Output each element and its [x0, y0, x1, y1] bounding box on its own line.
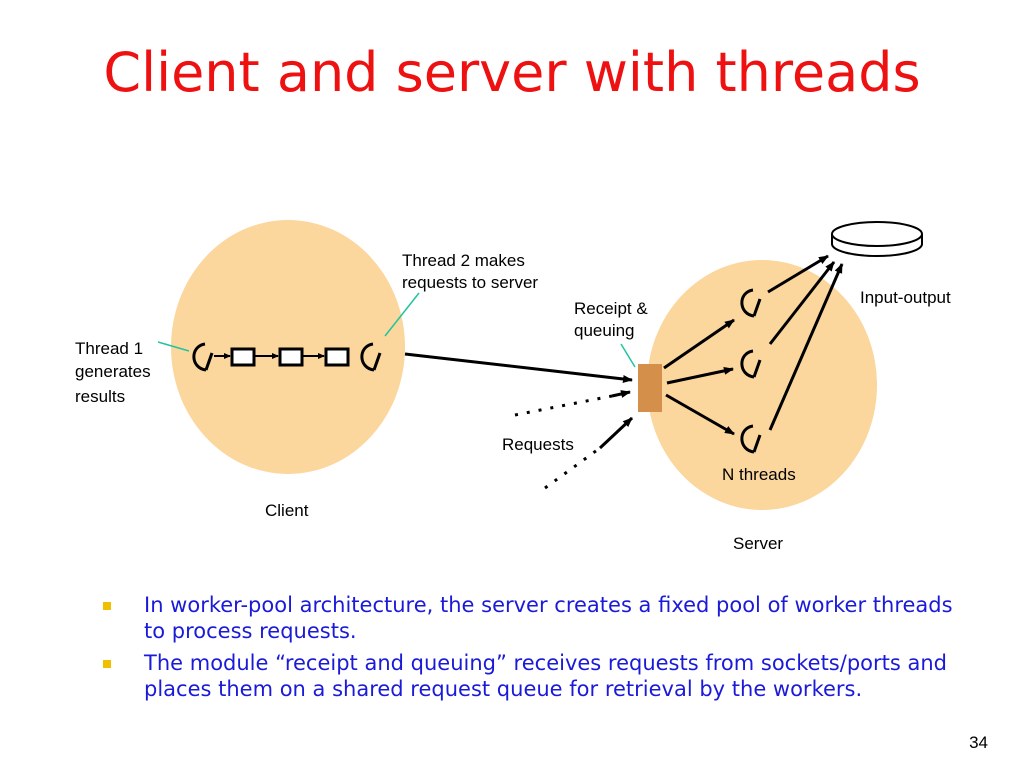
thread1-label: Thread 1 generates results [75, 339, 155, 406]
bullet-text: In worker-pool architecture, the server … [144, 593, 953, 643]
io-arrows [767, 254, 844, 431]
client-request-arrow [404, 352, 633, 383]
requests-label: Requests [502, 435, 574, 454]
bullet-text: The module “receipt and queuing” receive… [144, 651, 947, 701]
worker-threads [740, 288, 762, 454]
worker-thread-2-icon [740, 349, 755, 379]
input-output-label: Input-output [860, 288, 951, 307]
thread2-icon [360, 342, 375, 372]
io-disk-icon [831, 221, 923, 257]
leader-lines [157, 292, 636, 368]
page-number: 34 [969, 733, 988, 752]
server-label: Server [733, 534, 783, 553]
worker-thread-3-icon [740, 424, 755, 454]
incoming-requests [514, 390, 634, 490]
bullet-marker-icon [103, 660, 111, 668]
receipt-queue-box [638, 364, 662, 412]
queue-box-2 [278, 347, 304, 367]
bullet-item: The module “receipt and queuing” receive… [100, 650, 980, 702]
bullet-marker-icon [103, 602, 111, 610]
bullet-item: In worker-pool architecture, the server … [100, 592, 980, 644]
worker-thread-1-icon [740, 288, 755, 318]
queue-box-3 [324, 347, 350, 367]
thread1-icon [192, 342, 207, 372]
dispatch-arrows [663, 318, 735, 436]
server-circle [647, 260, 877, 510]
bullet-list: In worker-pool architecture, the server … [100, 592, 980, 708]
n-threads-label: N threads [722, 465, 796, 484]
receipt-label: Receipt & queuing [574, 299, 652, 340]
queue-box-1 [230, 347, 256, 367]
client-circle [171, 220, 405, 474]
thread2-label: Thread 2 makes requests to server [402, 251, 538, 292]
slide-title: Client and server with threads [103, 41, 921, 104]
client-thread-chain [192, 342, 382, 372]
client-label: Client [265, 501, 309, 520]
